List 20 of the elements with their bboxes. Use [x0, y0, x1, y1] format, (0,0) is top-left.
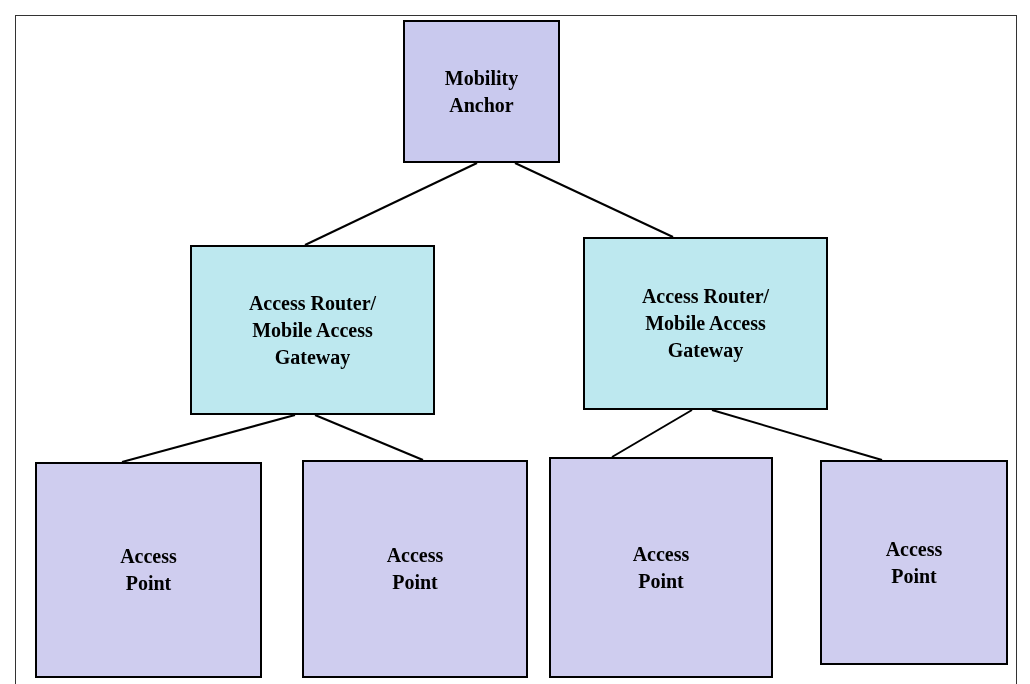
anchor-box [403, 20, 560, 163]
connector-line [121, 414, 296, 463]
connector-line [314, 414, 424, 461]
node-label: Mobility Anchor [443, 65, 520, 118]
node-label: Access Point [119, 544, 178, 596]
connector-line [304, 162, 478, 246]
access-point-box [35, 462, 262, 678]
access-point-box [549, 457, 773, 678]
node-label: Access Point [385, 543, 445, 595]
access-point-box [302, 460, 528, 678]
connector-line [611, 409, 693, 458]
node-label: Access Router/ Mobile Access Gateway [640, 284, 771, 364]
router-box [190, 245, 435, 415]
connector-line [514, 162, 674, 238]
node-label: Access Point [884, 536, 944, 589]
router-box [583, 237, 828, 410]
node-label: Access Router/ Mobile Access Gateway [247, 290, 378, 371]
connector-line [711, 409, 883, 461]
access-point-box [820, 460, 1008, 665]
node-label: Access Point [631, 541, 691, 594]
